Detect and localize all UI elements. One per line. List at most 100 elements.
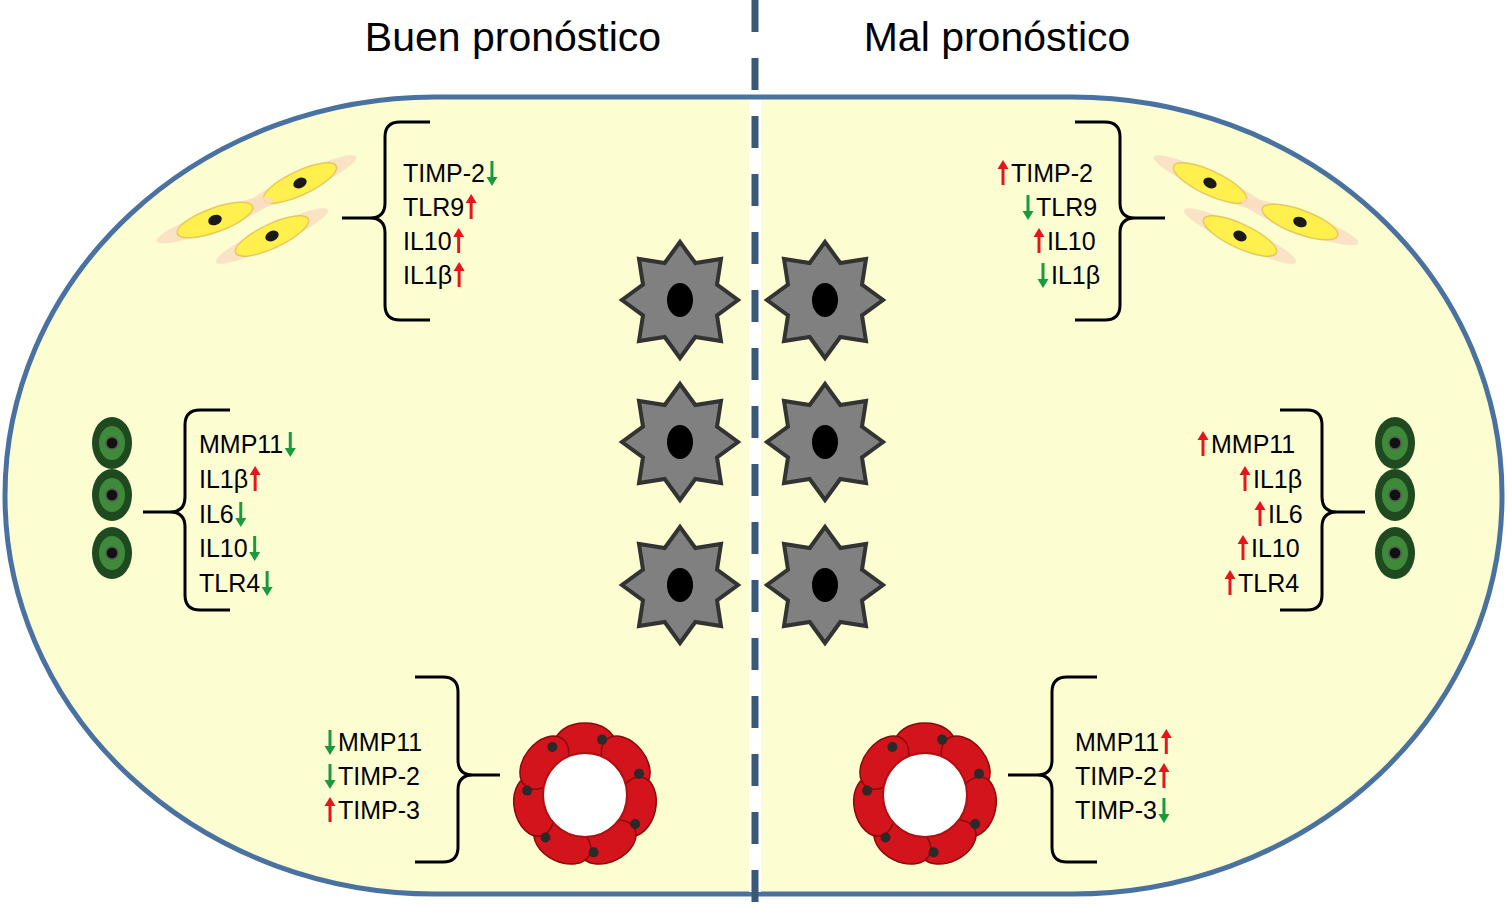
down-arrow-head xyxy=(1158,814,1169,823)
up-arrow-head xyxy=(1158,763,1169,772)
up-arrow-head xyxy=(453,228,464,237)
tumor-cell xyxy=(767,242,883,358)
down-arrow-head xyxy=(325,780,336,789)
down-arrow-shaft xyxy=(1027,195,1030,211)
fibroblast-nucleus xyxy=(292,176,309,191)
divider-line xyxy=(752,0,759,906)
panel-heading: Mal pronóstico xyxy=(864,22,1131,52)
up-arrow-head xyxy=(1225,570,1236,579)
up-arrow-head xyxy=(250,466,261,475)
panel-heading: Buen pronóstico xyxy=(365,22,661,52)
up-arrow-head xyxy=(1238,535,1249,544)
up-arrow-shaft xyxy=(1162,772,1165,788)
tumor-nucleus xyxy=(812,283,838,317)
bracket xyxy=(415,677,500,862)
up-arrow-shaft xyxy=(470,203,473,219)
down-arrow-head xyxy=(1023,211,1034,220)
endothelial-nucleus xyxy=(887,742,897,752)
marker-label: TLR4 xyxy=(199,568,260,598)
marker-label: MMP11 xyxy=(1211,429,1295,459)
down-arrow-shaft xyxy=(329,730,332,746)
fibroblast-body xyxy=(173,195,256,245)
up-arrow-shaft xyxy=(1244,475,1247,491)
up-arrow-head xyxy=(998,160,1009,169)
up-arrow-shaft xyxy=(457,237,460,253)
immune-cytoplasm xyxy=(1382,536,1408,570)
endothelial-nucleus xyxy=(630,819,640,829)
down-arrow-head xyxy=(486,177,497,186)
up-arrow-shaft xyxy=(1202,440,1205,456)
down-arrow-head xyxy=(285,448,296,457)
up-arrow-shaft xyxy=(1165,738,1168,754)
up-arrow-shaft xyxy=(1259,510,1262,526)
immune-cell xyxy=(1375,527,1415,579)
tumor-cell xyxy=(767,384,883,500)
immune-cell xyxy=(1375,469,1415,521)
marker-label: TIMP-3 xyxy=(338,795,420,825)
down-arrow-shaft xyxy=(239,502,242,518)
endothelial-nucleus xyxy=(522,786,532,796)
tumor-nucleus xyxy=(812,568,838,602)
up-arrow-head xyxy=(325,797,336,806)
immune-nucleus xyxy=(106,547,118,559)
up-arrow-shaft xyxy=(1242,544,1245,560)
down-arrow-shaft xyxy=(253,536,256,552)
down-arrow-shaft xyxy=(1162,798,1165,814)
immune-nucleus xyxy=(1389,489,1401,501)
fibroblast xyxy=(1179,199,1302,273)
tumor-nucleus xyxy=(812,425,838,459)
marker-label: TIMP-2 xyxy=(403,158,485,188)
immune-cell xyxy=(1375,417,1415,469)
up-arrow-head xyxy=(454,262,465,271)
tumor-nucleus xyxy=(667,568,693,602)
endothelial-nucleus xyxy=(541,832,551,842)
endothelial-nucleus xyxy=(862,786,872,796)
fibroblast-halo xyxy=(1180,201,1301,272)
immune-nucleus xyxy=(1389,547,1401,559)
down-arrow-head xyxy=(235,518,246,527)
tumor-nucleus xyxy=(667,425,693,459)
fibroblast-nucleus xyxy=(207,213,224,227)
up-arrow-shaft xyxy=(458,271,461,287)
fibroblast-nucleus xyxy=(1292,215,1309,229)
fibroblast-body xyxy=(1169,155,1252,211)
fibroblast-body xyxy=(1199,208,1282,264)
regulation-arrows xyxy=(235,160,1265,823)
down-arrow-shaft xyxy=(490,161,493,177)
marker-label: IL1β xyxy=(1253,464,1302,494)
marker-label: IL10 xyxy=(1047,226,1096,256)
fibroblast-halo xyxy=(212,201,333,272)
down-arrow-shaft xyxy=(1042,263,1045,279)
marker-label: TLR9 xyxy=(403,192,464,222)
endothelial-nucleus xyxy=(974,769,984,779)
fibroblast-body xyxy=(1258,197,1341,247)
cells xyxy=(92,122,1415,873)
down-arrow-head xyxy=(262,587,273,596)
up-arrow-shaft xyxy=(1229,579,1232,595)
down-arrow-head xyxy=(249,552,260,561)
immune-cytoplasm xyxy=(1382,478,1408,512)
marker-label: IL10 xyxy=(199,533,248,563)
up-arrow-head xyxy=(1240,466,1251,475)
marker-label: MMP11 xyxy=(338,727,422,757)
marker-label: MMP11 xyxy=(199,429,283,459)
fibroblast-nucleus xyxy=(1202,176,1219,191)
immune-cytoplasm xyxy=(99,536,125,570)
immune-cell xyxy=(92,527,132,579)
down-arrow-shaft xyxy=(289,432,292,448)
up-arrow-shaft xyxy=(254,475,257,491)
immune-nucleus xyxy=(106,489,118,501)
immune-cell xyxy=(92,469,132,521)
down-arrow-shaft xyxy=(329,764,332,780)
fibroblast-nucleus xyxy=(1232,229,1249,244)
marker-label: IL1β xyxy=(199,464,248,494)
immune-cell xyxy=(92,417,132,469)
marker-label: TIMP-3 xyxy=(1075,795,1157,825)
marker-label: IL1β xyxy=(1051,260,1100,290)
up-arrow-head xyxy=(1255,501,1266,510)
marker-label: TLR9 xyxy=(1036,192,1097,222)
marker-label: MMP11 xyxy=(1075,727,1159,757)
endothelial-nucleus xyxy=(634,769,644,779)
marker-label: IL1β xyxy=(403,260,452,290)
